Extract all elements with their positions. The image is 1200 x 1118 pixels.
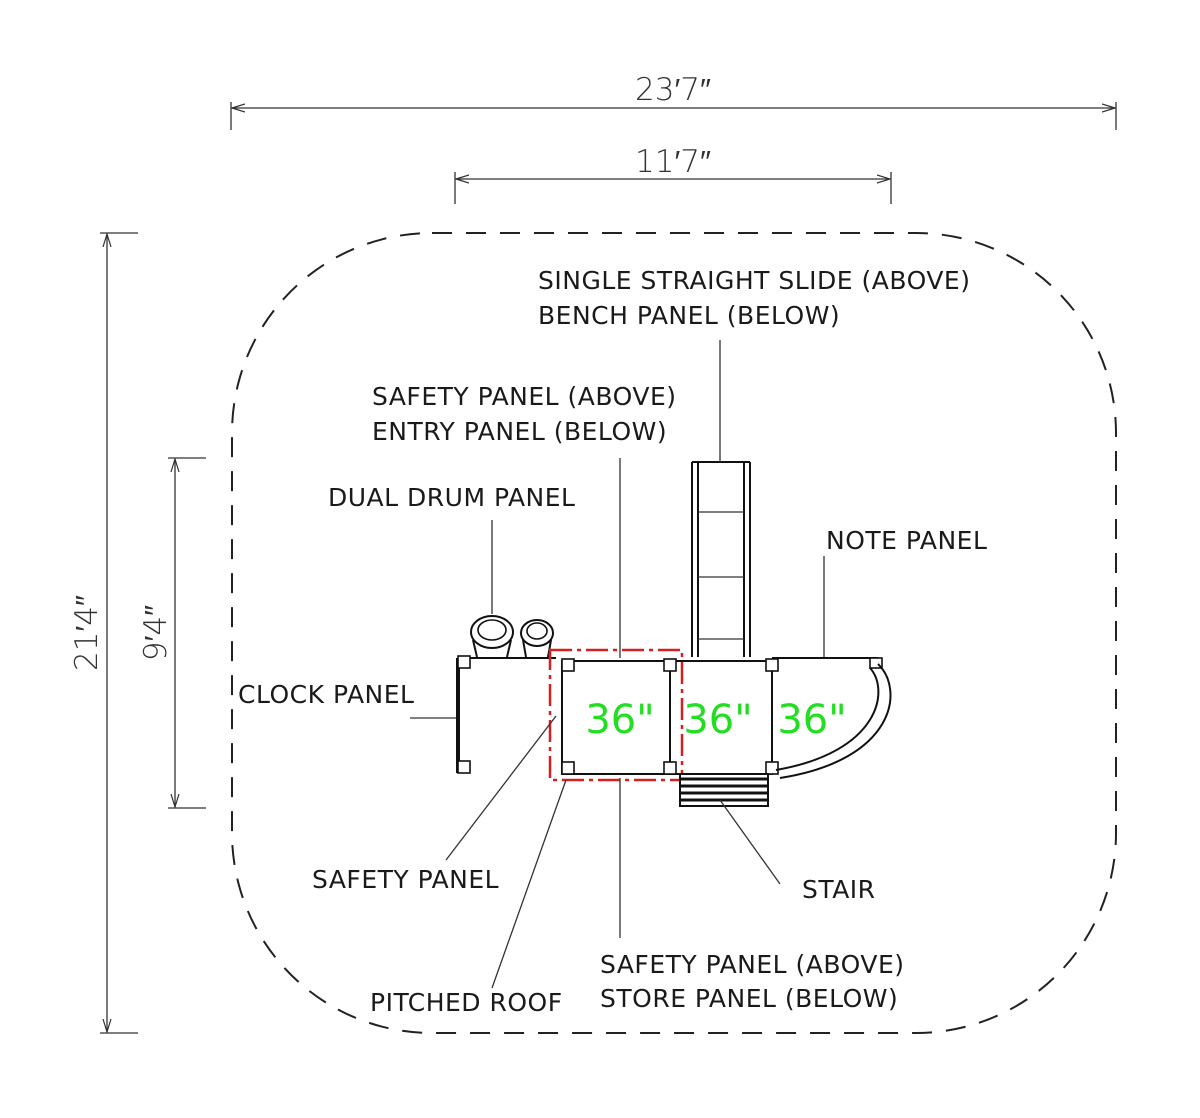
note-panel-label: NOTE PANEL	[826, 526, 987, 555]
inner-depth-label: 9′4″	[138, 605, 174, 661]
curved-end-panel	[775, 663, 892, 779]
slide	[691, 461, 751, 657]
safety-store-label-line1: SAFETY PANEL (ABOVE)	[600, 950, 905, 979]
stair	[679, 773, 769, 807]
pitched-roof-label: PITCHED ROOF	[370, 988, 563, 1017]
pitched-roof-outline	[548, 648, 684, 782]
deck-size-2: 36"	[683, 697, 752, 743]
inner-width-dimension: 11′7″	[454, 144, 892, 204]
safety-store-label-line2: STORE PANEL (BELOW)	[600, 984, 898, 1013]
safety-panel-label: SAFETY PANEL	[312, 865, 499, 894]
overall-depth-label: 21′4″	[69, 595, 105, 671]
stair-label: STAIR	[802, 875, 876, 904]
deck-size-3: 36"	[777, 697, 846, 743]
deck-size-1: 36"	[585, 697, 654, 743]
overall-width-dimension: 23′7″	[230, 72, 1117, 130]
overall-width-label: 23′7″	[635, 72, 711, 108]
safety-zone-boundary	[231, 232, 1117, 1034]
safety-entry-label-line2: ENTRY PANEL (BELOW)	[372, 417, 667, 446]
safety-entry-label-line1: SAFETY PANEL (ABOVE)	[372, 382, 677, 411]
inner-depth-dimension: 9′4″	[138, 457, 206, 809]
slide-label-line1: SINGLE STRAIGHT SLIDE (ABOVE)	[538, 266, 970, 295]
inner-width-label: 11′7″	[635, 144, 711, 180]
overall-depth-dimension: 21′4″	[69, 232, 138, 1034]
clock-panel-label: CLOCK PANEL	[238, 680, 414, 709]
slide-label-line2: BENCH PANEL (BELOW)	[538, 301, 840, 330]
leader-lines	[410, 340, 825, 989]
deck-modules	[561, 657, 883, 775]
clock-panel-structure	[456, 655, 556, 774]
dual-drum-panel	[470, 615, 554, 658]
dual-drum-label: DUAL DRUM PANEL	[328, 483, 575, 512]
